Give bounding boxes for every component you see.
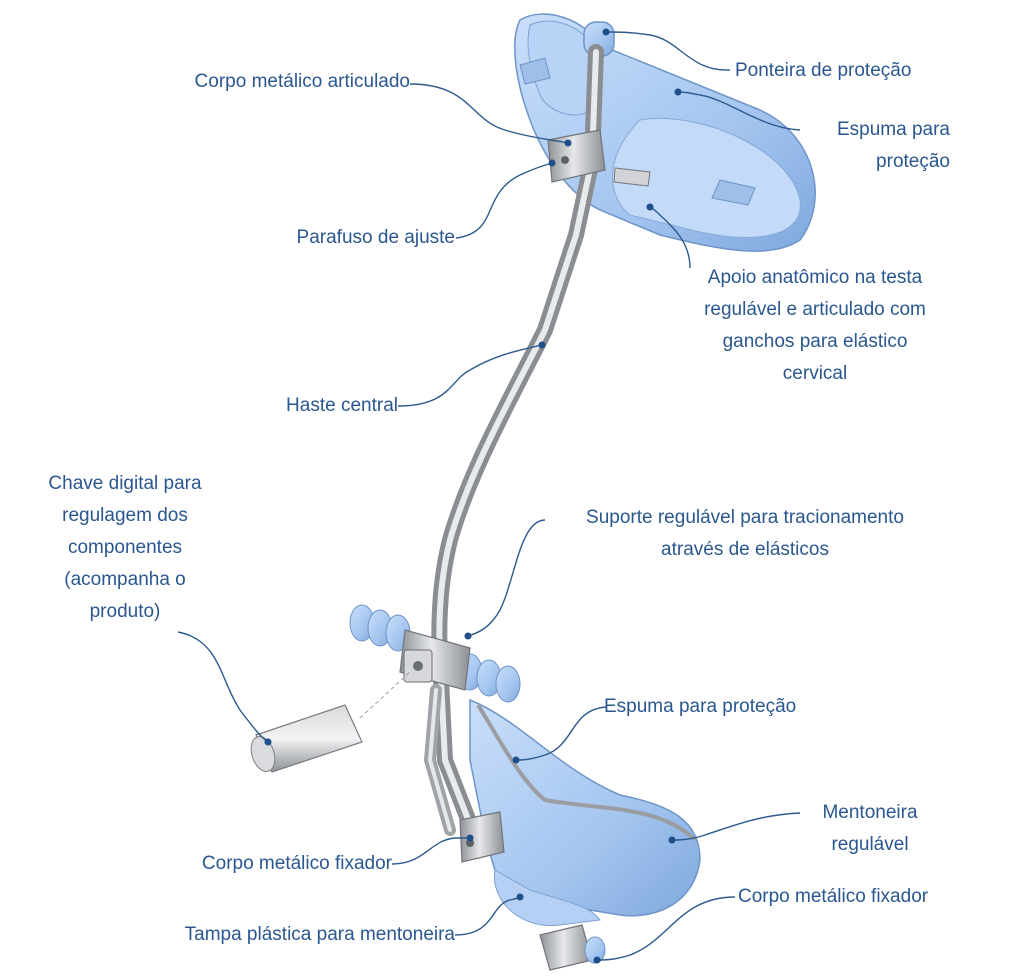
label-parafuso: Parafuso de ajuste <box>200 222 455 254</box>
label-haste: Haste central <box>200 390 398 422</box>
label-line: regulagem dos <box>0 500 250 532</box>
leader-fixador-left <box>392 838 470 864</box>
label-tampa: Tampa plástica para mentoneira <box>60 919 455 951</box>
label-espuma-mid: Espuma para proteção <box>604 691 864 723</box>
leader-suporte <box>468 520 545 636</box>
label-corpo-articulado: Corpo metálico articulado <box>120 66 410 98</box>
label-chave: Chave digital para regulagem dos compone… <box>0 468 250 628</box>
leader-parafuso <box>456 163 552 238</box>
label-line: Corpo metálico articulado <box>120 66 410 98</box>
label-line: Parafuso de ajuste <box>200 222 455 254</box>
label-line: Espuma para proteção <box>604 691 864 723</box>
label-line: proteção <box>750 146 950 178</box>
label-fixador-right: Corpo metálico fixador <box>738 881 1008 913</box>
label-line: Corpo metálico fixador <box>738 881 1008 913</box>
label-line: regulável e articulado com <box>670 294 960 326</box>
label-suporte: Suporte regulável para tracionamento atr… <box>540 502 950 566</box>
label-line: Tampa plástica para mentoneira <box>60 919 455 951</box>
label-line: componentes <box>0 532 250 564</box>
label-line: Chave digital para <box>0 468 250 500</box>
label-line: através de elásticos <box>540 534 950 566</box>
digital-key <box>247 672 410 775</box>
label-line: (acompanha o <box>0 564 250 596</box>
label-line: regulável <box>790 829 950 861</box>
label-fixador-left: Corpo metálico fixador <box>100 848 392 880</box>
fixing-body-right <box>540 925 605 970</box>
label-line: Corpo metálico fixador <box>100 848 392 880</box>
label-line: Apoio anatômico na testa <box>670 262 960 294</box>
label-line: cervical <box>670 358 960 390</box>
label-line: Espuma para <box>750 114 950 146</box>
label-apoio: Apoio anatômico na testa regulável e art… <box>670 262 960 390</box>
label-line: produto) <box>0 596 250 628</box>
label-line: Ponteira de proteção <box>735 55 1005 87</box>
label-line: Mentoneira <box>790 797 950 829</box>
label-line: Haste central <box>200 390 398 422</box>
label-ponteira: Ponteira de proteção <box>735 55 1005 87</box>
chin-cup <box>470 700 700 926</box>
label-line: ganchos para elástico <box>670 326 960 358</box>
leader-chave <box>178 632 268 742</box>
label-line: Suporte regulável para tracionamento <box>540 502 950 534</box>
label-mentoneira: Mentoneira regulável <box>790 797 950 861</box>
label-espuma-top: Espuma para proteção <box>750 114 950 178</box>
